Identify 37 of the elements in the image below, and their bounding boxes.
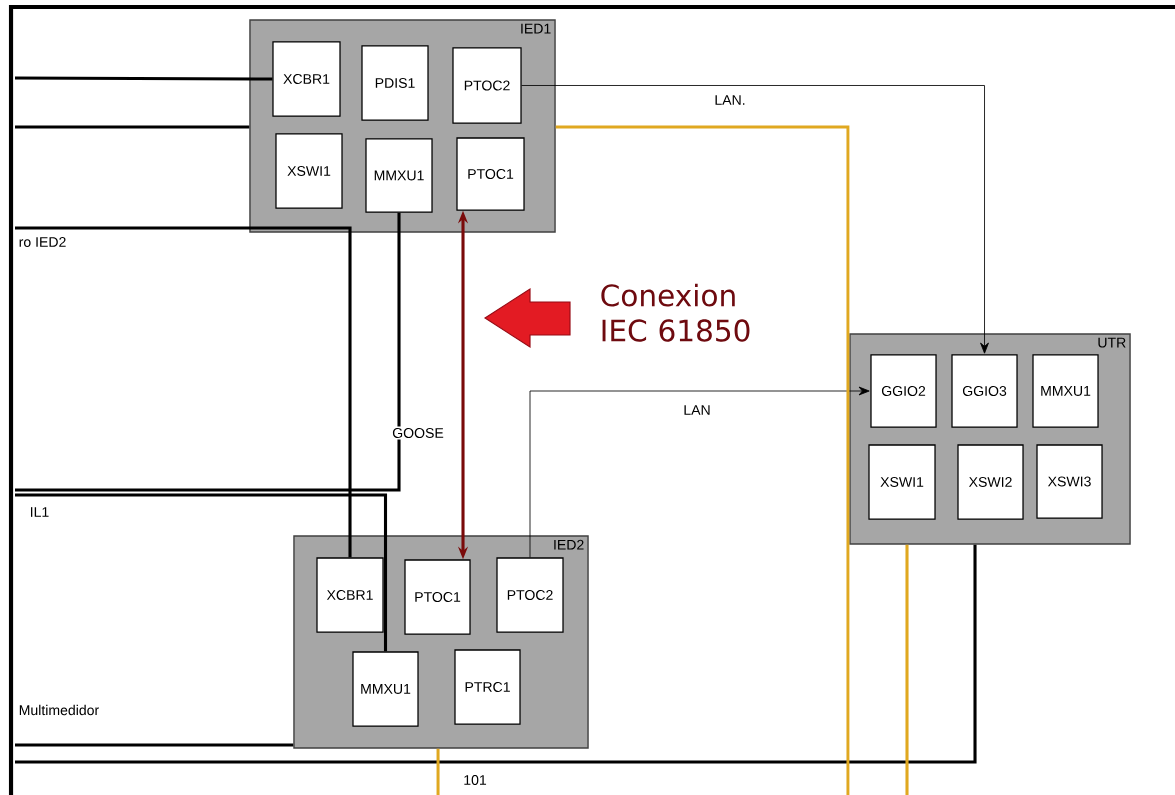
logical-node-box: MMXU1 xyxy=(352,651,419,727)
logical-node-box: PTOC1 xyxy=(456,137,525,211)
line-label: ro IED2 xyxy=(19,237,66,247)
edge-label: GOOSE xyxy=(390,426,446,440)
logical-node-box: XSWI2 xyxy=(957,444,1024,520)
logical-node-box: XSWI3 xyxy=(1036,444,1103,519)
line-label: 101 xyxy=(464,775,487,785)
logical-node-box: PTOC1 xyxy=(404,559,471,635)
connector-line xyxy=(15,544,977,764)
connector-line xyxy=(15,226,352,558)
connector-line xyxy=(15,743,294,747)
logical-node-box: MMXU1 xyxy=(365,138,433,213)
logical-node-box: PTRC1 xyxy=(454,649,521,725)
logical-node-box: PTOC2 xyxy=(496,557,564,633)
edge-label: LAN xyxy=(681,403,713,417)
logical-node-box: GGIO2 xyxy=(870,354,937,428)
logical-node-box: PTOC2 xyxy=(452,47,522,124)
connector-line xyxy=(521,85,989,354)
logical-node-box: XSWI1 xyxy=(275,133,343,209)
line-label: Multimedidor xyxy=(19,704,99,716)
edge-label: LAN. xyxy=(712,93,748,107)
logical-node-box: GGIO3 xyxy=(951,354,1018,428)
logical-node-box: XCBR1 xyxy=(316,557,384,633)
connector-line xyxy=(15,212,401,492)
connector-line xyxy=(15,493,388,652)
connector-line xyxy=(529,386,870,558)
line-label: IL1 xyxy=(31,507,49,517)
connector-line xyxy=(436,748,440,795)
connector-line xyxy=(15,76,273,81)
connector-line xyxy=(555,125,850,795)
logical-node-box: MMXU1 xyxy=(1032,354,1099,428)
connector-line xyxy=(905,544,909,795)
logical-node-box: PDIS1 xyxy=(361,45,429,121)
logical-node-box: XSWI1 xyxy=(868,444,936,520)
connector-line xyxy=(15,125,250,129)
logical-node-box: XCBR1 xyxy=(272,41,341,117)
callout-text: Conexion IEC 61850 xyxy=(601,283,750,342)
